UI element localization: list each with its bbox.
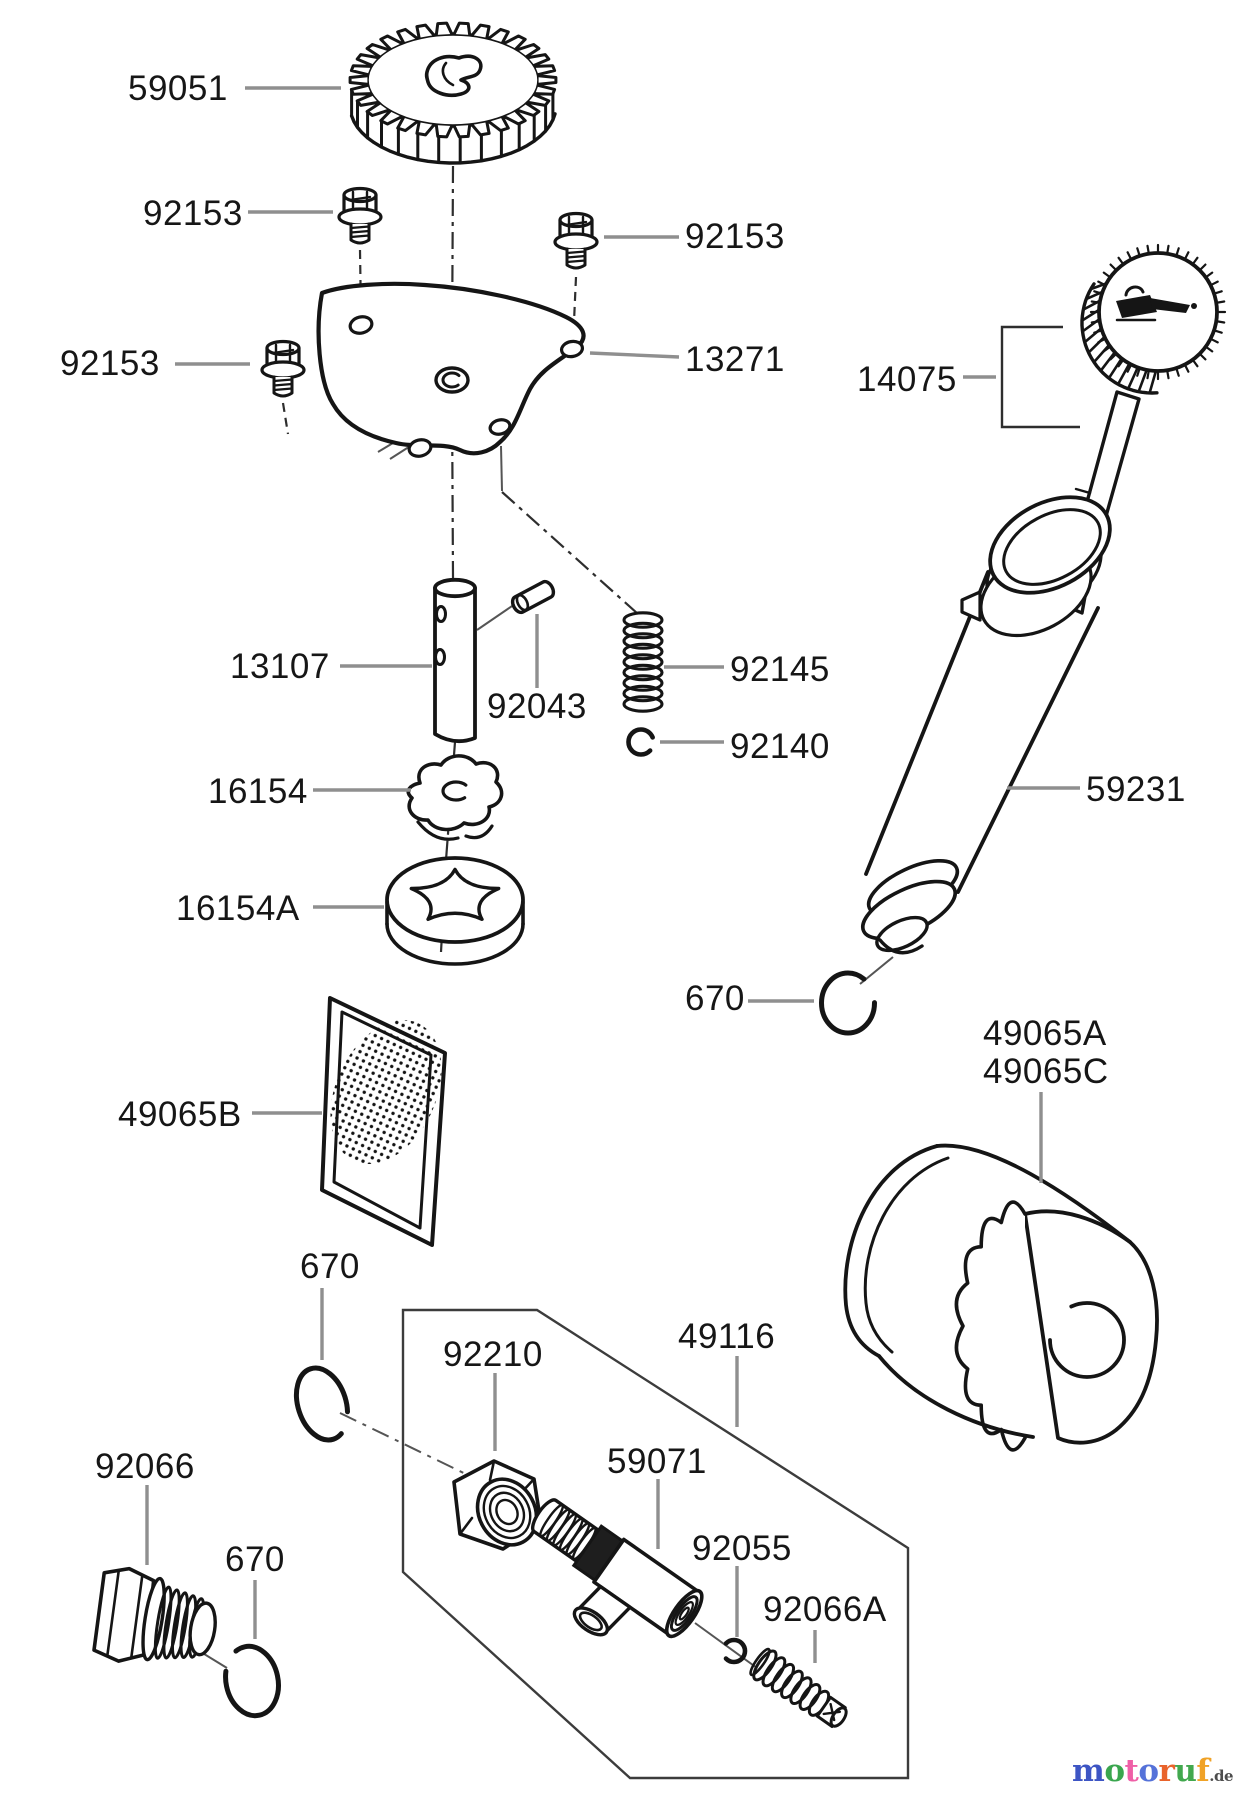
part-label-92043: 92043 [487, 687, 587, 726]
part-label-14075: 14075 [857, 360, 957, 399]
part-label-49065C: 49065C [983, 1052, 1109, 1091]
part-label-92066A: 92066A [763, 1590, 887, 1629]
part-drain-plug [92, 1566, 217, 1663]
part-pump-rotor-outer [385, 856, 525, 966]
part-label-13107: 13107 [230, 647, 330, 686]
part-pump-rotor-inner [406, 754, 504, 841]
part-labels: 59051 92153 92153 92153 13271 14075 1310… [60, 69, 1186, 1629]
part-label-670-plug: 670 [225, 1540, 285, 1579]
watermark-letter: o [1138, 1753, 1159, 1789]
part-washer-clip [720, 1637, 748, 1665]
part-relief-spring [622, 611, 664, 713]
part-oil-pump-gear [348, 21, 558, 165]
part-pin [510, 579, 556, 615]
watermark-letter: t [1124, 1753, 1139, 1789]
dipstick-bracket [1000, 325, 1080, 429]
watermark-letter: u [1174, 1753, 1197, 1789]
assembly-box-outline [401, 1308, 910, 1780]
motoruf-watermark: motoruf.de [1072, 1753, 1234, 1789]
part-fitting [531, 1498, 704, 1639]
part-oil-screen [320, 996, 447, 1247]
watermark-letter: f [1196, 1753, 1210, 1789]
part-flange-bolt-left [260, 339, 306, 398]
part-label-92140: 92140 [730, 727, 830, 766]
part-relief-valve [749, 1647, 848, 1728]
gear-hub-slot [424, 54, 483, 98]
part-oring-plug [223, 1643, 281, 1719]
leader-lines [145, 86, 1080, 1663]
oil-can-icon [1115, 285, 1197, 322]
part-label-92145: 92145 [730, 650, 830, 689]
watermark-letter: r [1158, 1753, 1175, 1789]
dipstick-cap [1097, 251, 1219, 373]
part-label-92055: 92055 [692, 1529, 792, 1568]
watermark-brand: motoruf [1072, 1753, 1210, 1789]
part-label-49065B: 49065B [118, 1095, 242, 1134]
part-label-59231: 59231 [1086, 770, 1186, 809]
part-label-13271: 13271 [685, 340, 785, 379]
part-label-49116: 49116 [678, 1317, 775, 1356]
part-oil-fill-tube [861, 495, 1112, 955]
part-label-59071: 59071 [607, 1442, 707, 1481]
part-label-16154: 16154 [208, 772, 308, 811]
watermark-letter: o [1104, 1753, 1125, 1789]
part-label-16154A: 16154A [176, 889, 300, 928]
part-label-92066: 92066 [95, 1447, 195, 1486]
watermark-letter: m [1072, 1753, 1105, 1789]
part-pump-plate [316, 281, 586, 458]
part-label-670-tube: 670 [685, 979, 745, 1018]
part-label-92153-left: 92153 [60, 344, 160, 383]
part-label-92153-right: 92153 [685, 217, 785, 256]
part-label-92210: 92210 [443, 1335, 543, 1374]
part-label-92153-top: 92153 [143, 194, 243, 233]
part-nut [452, 1459, 543, 1551]
part-retaining-ring [626, 727, 656, 757]
watermark-domain-suffix: .de [1209, 1767, 1234, 1785]
part-label-670-union: 670 [300, 1247, 360, 1286]
part-label-59051: 59051 [128, 69, 228, 108]
axis-lines [195, 165, 894, 1669]
part-oil-filter [843, 1143, 1159, 1452]
part-label-49065A: 49065A [983, 1014, 1107, 1053]
part-flange-bolt-top [337, 186, 383, 245]
part-oring-tube [819, 970, 877, 1036]
part-pump-shaft [433, 577, 477, 744]
part-oring-union [293, 1365, 351, 1443]
part-flange-bolt-right [553, 211, 599, 270]
